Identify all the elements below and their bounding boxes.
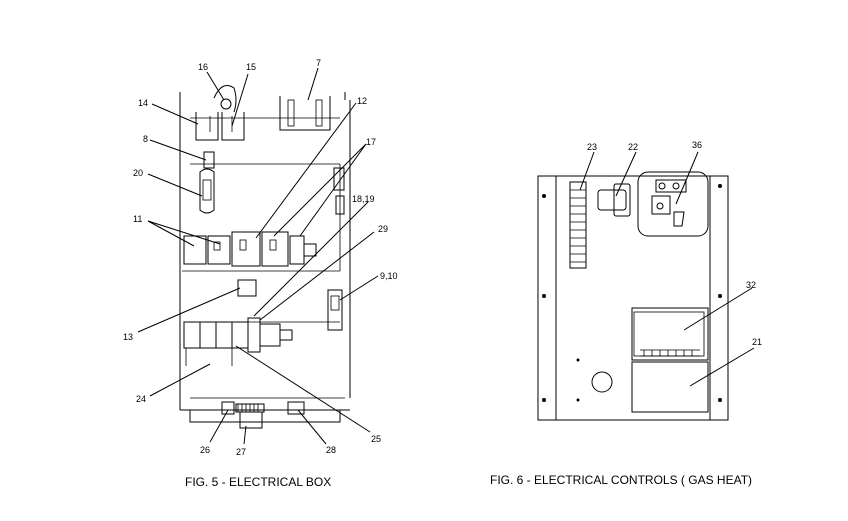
label-29: 29 <box>378 224 388 234</box>
label-11: 11 <box>133 214 142 224</box>
label-27: 27 <box>236 447 246 457</box>
label-7: 7 <box>316 58 321 68</box>
fig6-panel-outline <box>537 175 729 421</box>
lower-terminal-strip <box>183 317 293 366</box>
fig5-caption: FIG. 5 - ELECTRICAL BOX <box>185 475 331 489</box>
part-22-relay <box>597 183 631 217</box>
fig6-electrical-controls: 23 22 36 32 21 FIG. 6 - ELECTRICAL CONTR… <box>490 140 762 487</box>
part-26-27-28-bottom <box>221 401 305 429</box>
label-18-19: 18,19 <box>352 194 375 204</box>
part-9-10-bracket <box>327 289 343 331</box>
label-13: 13 <box>123 332 133 342</box>
part-7-bracket <box>279 96 331 131</box>
fig5-box-outline <box>179 92 351 423</box>
part-32-transformer <box>631 307 709 361</box>
label-24: 24 <box>136 394 146 404</box>
fig6-part-labels: 23 22 36 32 21 <box>587 140 762 347</box>
part-23-terminal-strip <box>569 181 587 269</box>
label-16: 16 <box>198 62 208 72</box>
label-20: 20 <box>133 168 143 178</box>
label-21: 21 <box>752 337 762 347</box>
fig5-part-labels: 16 15 7 14 12 8 17 20 18,19 11 29 9,10 1… <box>123 58 398 457</box>
label-32: 32 <box>746 280 756 290</box>
fig5-leader-lines <box>137 67 379 445</box>
label-26: 26 <box>200 445 210 455</box>
knockout-hole <box>591 371 613 393</box>
label-28: 28 <box>326 445 336 455</box>
part-17-terminal <box>333 167 345 215</box>
label-36: 36 <box>692 140 702 150</box>
label-22: 22 <box>628 142 638 152</box>
label-12: 12 <box>357 96 367 106</box>
fig6-leader-lines <box>579 151 755 387</box>
label-9-10: 9,10 <box>380 271 398 281</box>
part-21-control-box <box>631 361 709 413</box>
label-23: 23 <box>587 142 597 152</box>
label-14: 14 <box>138 98 148 108</box>
part-13-block <box>237 279 257 297</box>
label-25: 25 <box>371 434 381 444</box>
label-17: 17 <box>366 137 376 147</box>
label-8: 8 <box>143 134 148 144</box>
label-15: 15 <box>246 62 256 72</box>
part-8-20-terminal <box>199 151 215 214</box>
upper-terminal-strip <box>183 231 317 267</box>
fig6-caption: FIG. 6 - ELECTRICAL CONTROLS ( GAS HEAT) <box>490 473 752 487</box>
fig5-electrical-box: 16 15 7 14 12 8 17 20 18,19 11 29 9,10 1… <box>123 58 398 489</box>
part-14-15-16-fuse-holder <box>195 85 245 141</box>
part-36-ignition-control <box>637 171 709 237</box>
